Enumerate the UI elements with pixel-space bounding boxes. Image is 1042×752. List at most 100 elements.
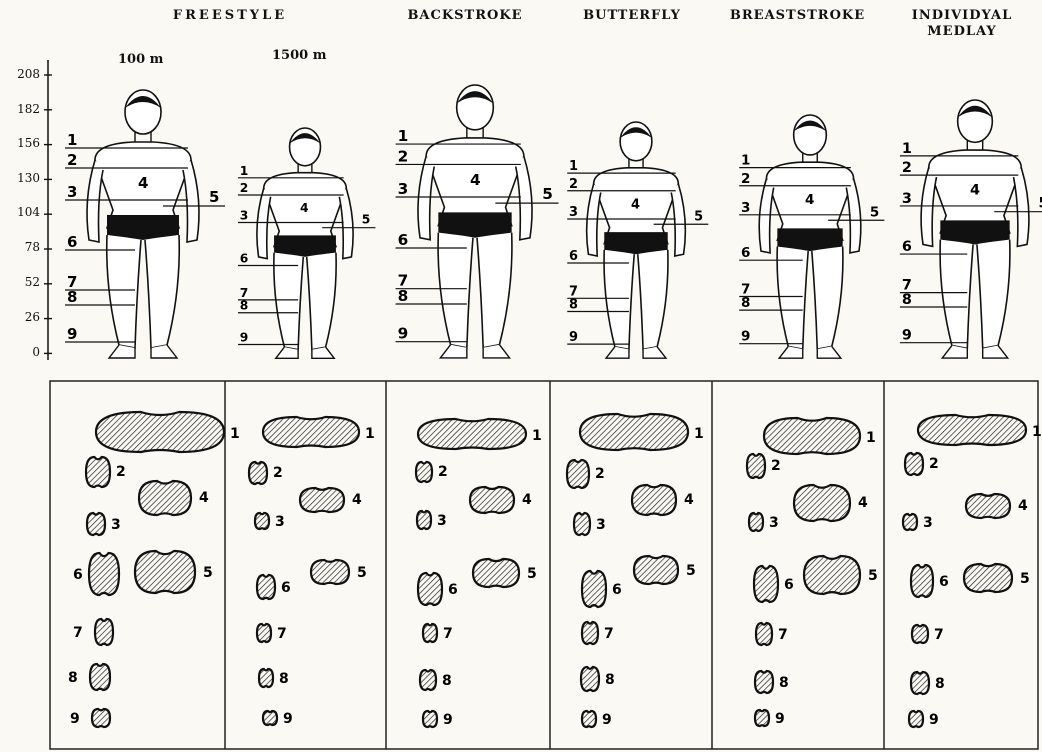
section-label: 9 bbox=[602, 712, 612, 728]
section-4 bbox=[794, 485, 850, 521]
section-3 bbox=[417, 511, 431, 529]
section-8 bbox=[581, 667, 599, 691]
section-label: 8 bbox=[779, 675, 789, 691]
level-label: 1 bbox=[902, 141, 912, 157]
level-label: 8 bbox=[240, 299, 249, 313]
section-label: 5 bbox=[203, 565, 213, 581]
level-label: 9 bbox=[67, 325, 77, 343]
level-label: 3 bbox=[240, 209, 249, 223]
section-label: 8 bbox=[68, 670, 78, 686]
section-9 bbox=[755, 710, 769, 726]
section-1 bbox=[580, 414, 688, 450]
section-label: 2 bbox=[771, 458, 781, 474]
section-label: 9 bbox=[70, 711, 80, 727]
swim-trunks bbox=[777, 228, 842, 251]
section-label: 4 bbox=[1018, 498, 1028, 514]
section-6 bbox=[911, 565, 933, 597]
right-arm bbox=[1014, 167, 1029, 246]
section-label: 5 bbox=[527, 566, 537, 582]
section-label: 4 bbox=[352, 492, 362, 508]
section-5 bbox=[473, 559, 519, 587]
section-label: 7 bbox=[277, 626, 287, 642]
level-label: 6 bbox=[240, 251, 249, 265]
section-2 bbox=[416, 462, 432, 482]
section-8 bbox=[420, 670, 436, 690]
section-3 bbox=[574, 513, 590, 535]
level-label: 6 bbox=[902, 239, 912, 255]
level-label: 9 bbox=[741, 329, 750, 345]
section-label: 6 bbox=[281, 580, 291, 596]
section-label: 6 bbox=[784, 577, 794, 593]
level-label: 9 bbox=[569, 330, 578, 345]
section-8 bbox=[911, 672, 929, 694]
level-label: 2 bbox=[741, 171, 750, 187]
section-label: 7 bbox=[934, 627, 944, 643]
level-label: 5 bbox=[870, 204, 879, 220]
section-4 bbox=[966, 494, 1010, 518]
left-arm bbox=[921, 167, 936, 246]
level-label: 3 bbox=[902, 191, 912, 207]
section-4 bbox=[300, 488, 344, 512]
section-8 bbox=[90, 664, 110, 690]
left-leg bbox=[940, 240, 973, 349]
section-9 bbox=[582, 711, 596, 727]
right-arm bbox=[339, 188, 353, 258]
section-label: 3 bbox=[769, 515, 779, 531]
section-2 bbox=[86, 457, 110, 487]
level-label: 6 bbox=[67, 233, 77, 251]
swim-trunks bbox=[604, 232, 667, 254]
section-label: 3 bbox=[923, 515, 933, 531]
section-label: 1 bbox=[230, 426, 240, 442]
section-label: 7 bbox=[778, 627, 788, 643]
section-label: 4 bbox=[858, 495, 868, 511]
level-label: 4 bbox=[631, 197, 640, 212]
section-6 bbox=[257, 575, 275, 599]
level-label: 2 bbox=[240, 181, 249, 195]
section-3 bbox=[749, 513, 763, 531]
section-label: 3 bbox=[437, 513, 447, 529]
section-label: 9 bbox=[443, 712, 453, 728]
section-8 bbox=[755, 671, 773, 693]
section-5 bbox=[135, 551, 195, 593]
section-label: 6 bbox=[939, 574, 949, 590]
left-leg bbox=[777, 247, 808, 350]
right-arm bbox=[671, 184, 685, 256]
level-label: 6 bbox=[398, 231, 409, 249]
figure-individual-medley: 123678954 bbox=[900, 100, 1042, 358]
level-label: 9 bbox=[398, 325, 409, 343]
section-label: 7 bbox=[73, 625, 83, 641]
right-leg bbox=[145, 235, 179, 348]
body-figures: 1236789541236789541236789541236789541236… bbox=[0, 0, 1042, 380]
figure-freestyle-100m: 123678954 bbox=[65, 90, 225, 358]
left-arm bbox=[587, 184, 601, 256]
section-label: 3 bbox=[596, 517, 606, 533]
section-3 bbox=[255, 513, 269, 529]
level-label: 4 bbox=[970, 182, 980, 198]
section-label: 2 bbox=[273, 465, 283, 481]
section-1 bbox=[263, 417, 359, 447]
section-1 bbox=[418, 419, 526, 449]
section-label: 9 bbox=[283, 711, 293, 727]
section-9 bbox=[92, 709, 110, 727]
section-label: 5 bbox=[357, 565, 367, 581]
section-label: 6 bbox=[612, 582, 622, 598]
section-6 bbox=[89, 553, 119, 595]
left-leg bbox=[438, 233, 473, 348]
level-label: 3 bbox=[569, 205, 578, 220]
section-label: 1 bbox=[694, 426, 704, 442]
section-column-6: 123456789 bbox=[903, 415, 1042, 728]
level-label: 1 bbox=[741, 153, 750, 169]
left-arm bbox=[257, 188, 271, 258]
right-arm bbox=[846, 179, 861, 253]
section-label: 8 bbox=[442, 673, 452, 689]
section-7 bbox=[582, 622, 598, 644]
section-4 bbox=[470, 487, 514, 513]
section-9 bbox=[423, 711, 437, 727]
right-leg bbox=[977, 240, 1010, 349]
level-label: 8 bbox=[398, 287, 409, 305]
section-label: 8 bbox=[605, 672, 615, 688]
swim-trunks bbox=[107, 215, 179, 240]
section-7 bbox=[756, 623, 772, 645]
